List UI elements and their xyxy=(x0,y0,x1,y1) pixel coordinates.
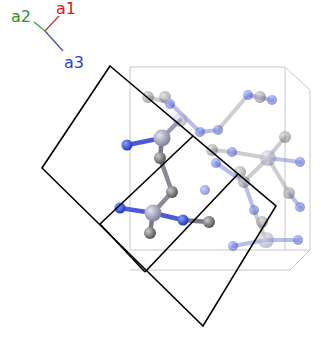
axis-indicator xyxy=(34,16,63,51)
atoms xyxy=(115,130,216,240)
plane-outline xyxy=(42,66,276,326)
bonds xyxy=(120,120,209,233)
axis-label: a1 xyxy=(56,1,76,17)
axis-label: a2 xyxy=(11,9,31,25)
unit-cell xyxy=(130,67,310,270)
axis-label: a3 xyxy=(64,55,84,71)
